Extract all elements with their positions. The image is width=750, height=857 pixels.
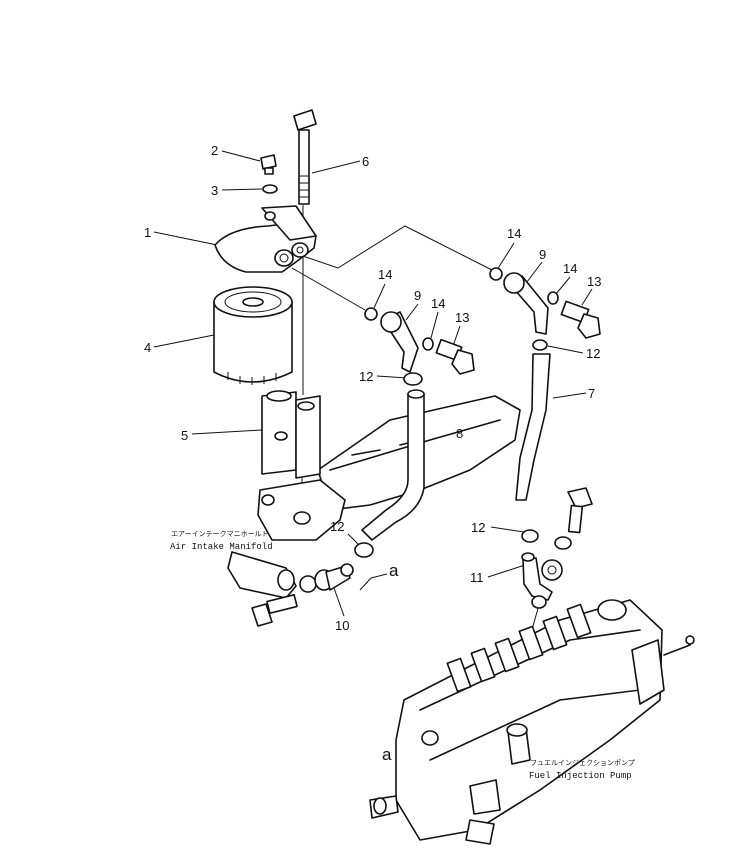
callout-13-left: 13 — [455, 310, 469, 325]
callout-14-d: 14 — [563, 261, 577, 276]
callout-2: 2 — [211, 143, 218, 158]
callout-5: 5 — [181, 428, 188, 443]
fuel-hose-7 — [515, 353, 551, 501]
callout-11: 11 — [470, 570, 484, 585]
fuel-pump-label-en: Fuel Injection Pump — [529, 771, 632, 781]
callout-12-d: 12 — [471, 520, 485, 535]
callout-14-a: 14 — [378, 267, 392, 282]
fuel-pump-label-jp: フュエルインジェクションポンプ — [530, 759, 635, 767]
elbow-fitting-11 — [521, 487, 593, 609]
manifold-bolt — [251, 593, 298, 627]
air-intake-label-jp: エアーインテークマニホールド — [171, 530, 269, 538]
callout-14-c: 14 — [431, 296, 445, 311]
ref-a-upper: a — [389, 561, 399, 580]
callout-12-c: 12 — [330, 519, 344, 534]
ref-a-lower: a — [382, 745, 392, 764]
clamp-12a — [403, 372, 423, 386]
callout-1: 1 — [144, 225, 151, 240]
callout-10: 10 — [335, 618, 349, 633]
washer-14a — [364, 307, 378, 321]
fuel-hose-8 — [361, 393, 425, 541]
banjo-elbow-right — [503, 272, 549, 335]
callout-8: 8 — [456, 426, 463, 441]
spacer-bracket — [261, 390, 321, 479]
callout-9-right: 9 — [539, 247, 546, 262]
long-bolt — [293, 109, 317, 205]
banjo-elbow-left — [380, 311, 419, 373]
callout-7: 7 — [588, 386, 595, 401]
callout-4: 4 — [144, 340, 151, 355]
washer-3 — [262, 184, 278, 194]
clamp-12c — [354, 542, 374, 558]
callouts: 1 2 3 4 5 6 7 8 9 9 10 11 12 12 12 12 13… — [144, 143, 601, 633]
washer-14b — [489, 267, 503, 281]
banjo-bolt-left — [435, 338, 475, 375]
filter-head — [214, 205, 317, 273]
callout-3: 3 — [211, 183, 218, 198]
callout-9-left: 9 — [414, 288, 421, 303]
air-intake-label-en: Air Intake Manifold — [170, 542, 273, 552]
banjo-bolt-right — [560, 300, 601, 339]
washer-14c — [422, 337, 434, 351]
callout-12-b: 12 — [586, 346, 600, 361]
callout-12-a: 12 — [359, 369, 373, 384]
connector-10 — [299, 563, 354, 593]
callout-14-b: 14 — [507, 226, 521, 241]
clamp-12d — [521, 529, 539, 543]
callout-6: 6 — [362, 154, 369, 169]
plug-bolt — [260, 154, 277, 175]
clamp-12b — [532, 339, 548, 351]
filter-cartridge — [213, 286, 293, 385]
fuel-injection-pump — [369, 599, 695, 845]
callout-13-right: 13 — [587, 274, 601, 289]
washer-14d — [547, 291, 559, 305]
